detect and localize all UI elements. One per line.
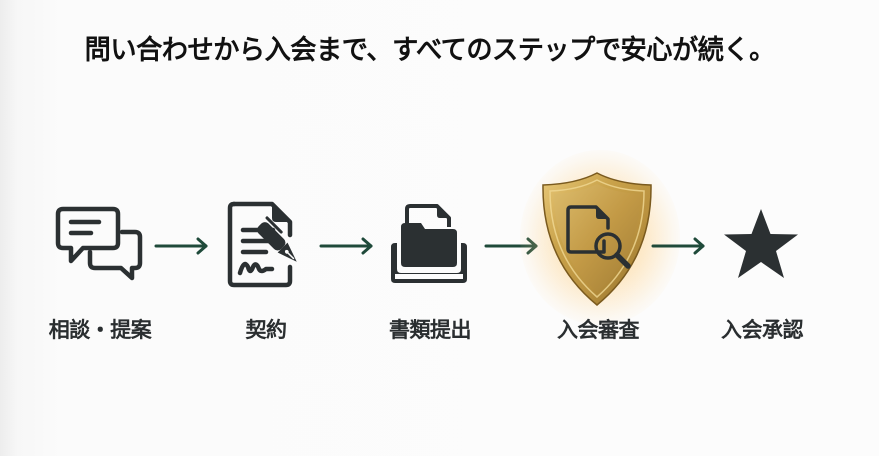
step-label: 入会審査 <box>557 318 640 342</box>
step-label: 契約 <box>245 318 288 342</box>
page-title-text: 問い合わせから入会まで、すべてのステップで安心が続く。 <box>84 35 775 66</box>
step-label: 入会承認 <box>721 318 804 342</box>
document-tray-icon <box>391 204 467 283</box>
step-label: 相談・提案 <box>48 318 152 342</box>
shield-magnifier-icon <box>542 172 652 306</box>
arrow-right-icon <box>651 237 705 255</box>
star-icon <box>724 209 798 278</box>
arrow-right-icon <box>154 237 208 255</box>
step-label: 書類提出 <box>389 318 472 342</box>
signed-document-icon <box>227 201 297 288</box>
arrow-right-icon <box>319 237 373 255</box>
page-title: 問い合わせから入会まで、すべてのステップで安心が続く。 <box>0 28 879 67</box>
chat-bubbles-icon <box>55 206 143 281</box>
